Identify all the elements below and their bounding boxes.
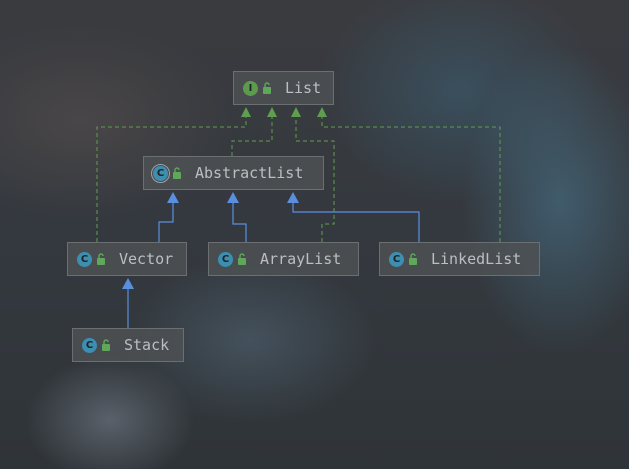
- node-vector[interactable]: C Vector: [67, 242, 187, 276]
- node-list[interactable]: I List: [233, 71, 334, 105]
- class-badge-icon: C: [218, 251, 233, 267]
- edge-linkedlist-implements-list: [321, 108, 501, 242]
- node-label: Vector: [119, 250, 174, 268]
- edge-arrowhead-linkedlist-list: [317, 107, 327, 117]
- edge-vector-implements-list: [96, 108, 247, 242]
- node-abstractlist[interactable]: C AbstractList: [143, 156, 324, 190]
- class-badge-icon: C: [82, 337, 97, 353]
- edge-arrowhead-arraylist-abstractlist: [227, 192, 239, 203]
- edge-arrowhead-abstractlist-list: [267, 107, 277, 117]
- lock-open-icon: [263, 82, 271, 94]
- edge-arrowhead-vector-abstractlist: [167, 192, 179, 203]
- edge-arrowhead-vector-list: [241, 107, 251, 117]
- node-stack[interactable]: C Stack: [72, 328, 184, 362]
- edge-arrowhead-linkedlist-abstractlist: [287, 192, 299, 203]
- node-label: List: [285, 79, 322, 97]
- class-badge-icon: C: [389, 251, 404, 267]
- edge-abstractlist-implements-list: [231, 108, 273, 156]
- lock-open-icon: [102, 339, 110, 351]
- node-label: Stack: [124, 336, 170, 354]
- interface-badge-icon: I: [243, 80, 258, 96]
- edge-linkedlist-extends-abstractlist: [292, 202, 420, 242]
- node-label: AbstractList: [195, 164, 304, 182]
- edge-arrowhead-stack-vector: [122, 278, 134, 289]
- class-badge-icon: C: [151, 163, 170, 183]
- node-label: ArrayList: [260, 250, 342, 268]
- node-arraylist[interactable]: C ArrayList: [208, 242, 359, 276]
- class-badge-icon: C: [77, 251, 92, 267]
- node-linkedlist[interactable]: C LinkedList: [379, 242, 540, 276]
- edge-arrowhead-arraylist-list: [291, 107, 301, 117]
- lock-open-icon: [97, 253, 105, 265]
- node-label: LinkedList: [431, 250, 522, 268]
- edge-arraylist-extends-abstractlist: [232, 202, 247, 242]
- lock-open-icon: [173, 167, 181, 179]
- edge-arraylist-implements-list: [295, 108, 335, 242]
- lock-open-icon: [409, 253, 417, 265]
- lock-open-icon: [238, 253, 246, 265]
- edge-vector-extends-abstractlist: [158, 202, 174, 242]
